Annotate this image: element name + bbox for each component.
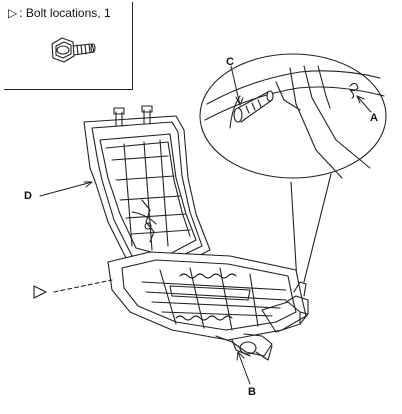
callout-leaders [39,65,372,385]
legend-box [4,2,133,90]
pin-icon [233,90,274,123]
bolt-icon [51,37,96,63]
callout-a: A [370,112,378,124]
detail-magnifier [199,53,387,179]
seat-cushion [107,251,309,361]
legend: ▷: Bolt locations, 1 [8,6,111,20]
clip-icon [349,82,359,99]
bolt-leader-line [53,279,113,293]
callout-b: B [248,386,256,398]
legend-label: : Bolt locations, 1 [19,6,111,20]
callout-c: C [226,56,234,68]
callout-d: D [24,190,32,202]
legend-symbol: ▷ [8,6,18,20]
seat-back [83,105,211,273]
bolt-location-marker-icon [33,285,47,299]
